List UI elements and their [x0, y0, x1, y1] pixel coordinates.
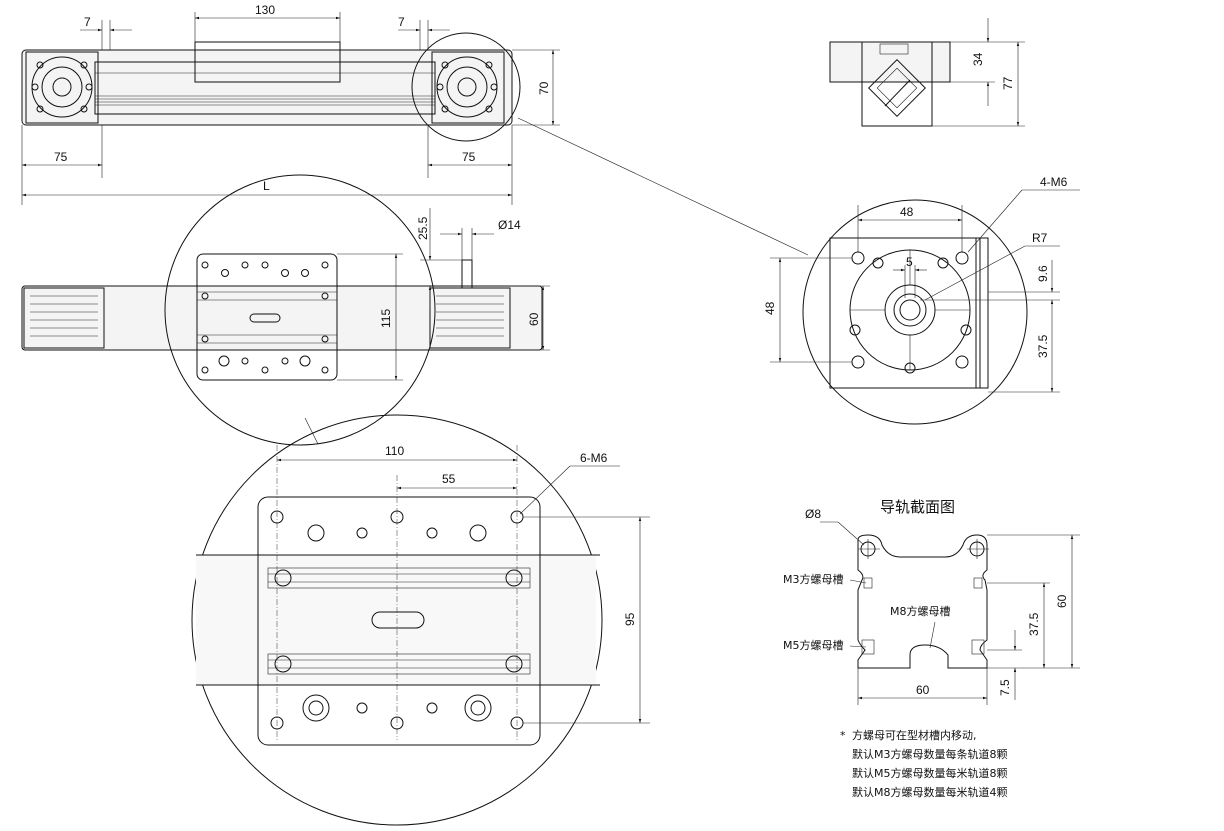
dim-side-25-5: 25.5	[416, 216, 430, 240]
dim-end-77: 77	[1001, 76, 1015, 90]
dim-motor-48-v: 48	[763, 301, 777, 315]
rail-hole-diameter: Ø8	[805, 507, 821, 521]
dim-rail-60-v: 60	[1055, 594, 1069, 608]
carriage-detail	[191, 414, 650, 826]
rail-section-title: 导轨截面图	[880, 498, 955, 516]
rail-section	[820, 521, 1080, 705]
note-line-4: 默认M8方螺母数量每米轨道4颗	[852, 785, 1008, 799]
dim-height-70: 70	[537, 81, 551, 95]
dim-left-end: 75	[54, 150, 68, 164]
side-view	[21, 174, 550, 446]
dim-motor-9-6: 9.6	[1036, 265, 1050, 282]
rail-m8-slot-label: M8方螺母槽	[890, 604, 951, 618]
dim-carriage-110: 110	[385, 444, 404, 458]
dim-left-gap: 7	[84, 15, 91, 29]
dim-carriage-95: 95	[623, 612, 637, 626]
note-star: *	[840, 729, 846, 742]
motor-thread-label: 4-M6	[1040, 175, 1068, 189]
top-view	[21, 12, 809, 256]
dim-motor-37-5: 37.5	[1036, 334, 1050, 358]
dim-side-60: 60	[527, 312, 541, 326]
dim-rail-60-h: 60	[916, 683, 930, 697]
dim-motor-48-h: 48	[900, 205, 914, 219]
dim-right-gap: 7	[398, 15, 405, 29]
motor-end-detail	[770, 189, 1080, 425]
rail-m5-slot-label: M5方螺母槽	[783, 638, 844, 652]
dim-side-115: 115	[379, 309, 393, 328]
rail-m3-slot-label: M3方螺母槽	[783, 572, 844, 586]
dim-motor-5: 5	[906, 255, 913, 269]
dim-carriage-length: 130	[255, 3, 275, 17]
dim-rail-7-5: 7.5	[998, 679, 1012, 696]
motor-radius-label: R7	[1032, 231, 1048, 245]
note-line-2: 默认M3方螺母数量每条轨道8颗	[852, 747, 1008, 761]
note-line-3: 默认M5方螺母数量每米轨道8颗	[852, 766, 1008, 780]
dim-shaft-diameter: Ø14	[498, 218, 521, 232]
carriage-thread-label: 6-M6	[580, 451, 608, 465]
dim-end-34: 34	[971, 52, 985, 66]
end-view	[829, 18, 1025, 127]
dim-rail-37-5: 37.5	[1027, 612, 1041, 636]
dim-total-length: L	[263, 179, 270, 193]
dim-carriage-55: 55	[442, 472, 456, 486]
note-line-1: 方螺母可在型材槽内移动,	[852, 728, 977, 742]
dim-right-end: 75	[462, 150, 476, 164]
